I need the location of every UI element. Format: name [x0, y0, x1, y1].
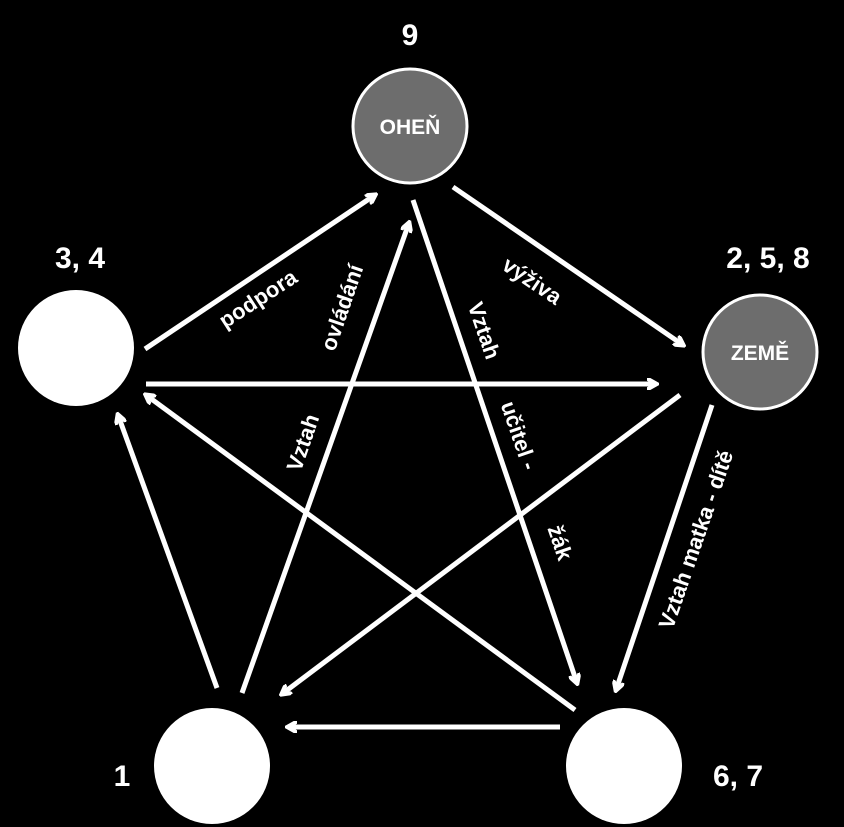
arrow-right-to-bottom-left	[282, 393, 682, 694]
node-zeme	[701, 293, 819, 411]
node-zeme-name: ZEMĚ	[731, 341, 789, 365]
node-zeme-numbers: 2, 5, 8	[726, 242, 809, 275]
arrow-bottom-left-to-top	[239, 223, 409, 694]
arrow-left-to-top	[143, 195, 375, 352]
node-bottom-left	[154, 708, 270, 824]
arrow-top-to-bottom-right	[410, 199, 577, 683]
node-ohen-numbers: 9	[402, 19, 419, 52]
node-bottom-right	[566, 708, 682, 824]
node-left-numbers: 3, 4	[55, 242, 105, 275]
node-bottom-left-numbers: 1	[114, 760, 131, 793]
arrow-bottom-left-to-left	[118, 415, 220, 689]
arrow-right-to-bottom-right	[616, 404, 715, 690]
node-ohen	[351, 67, 469, 185]
arrow-top-to-right	[451, 184, 683, 345]
node-ohen-name: OHEŇ	[380, 115, 441, 139]
node-bottom-right-numbers: 6, 7	[713, 760, 763, 793]
node-left	[18, 290, 134, 406]
arrow-bottom-right-to-left	[146, 395, 577, 713]
